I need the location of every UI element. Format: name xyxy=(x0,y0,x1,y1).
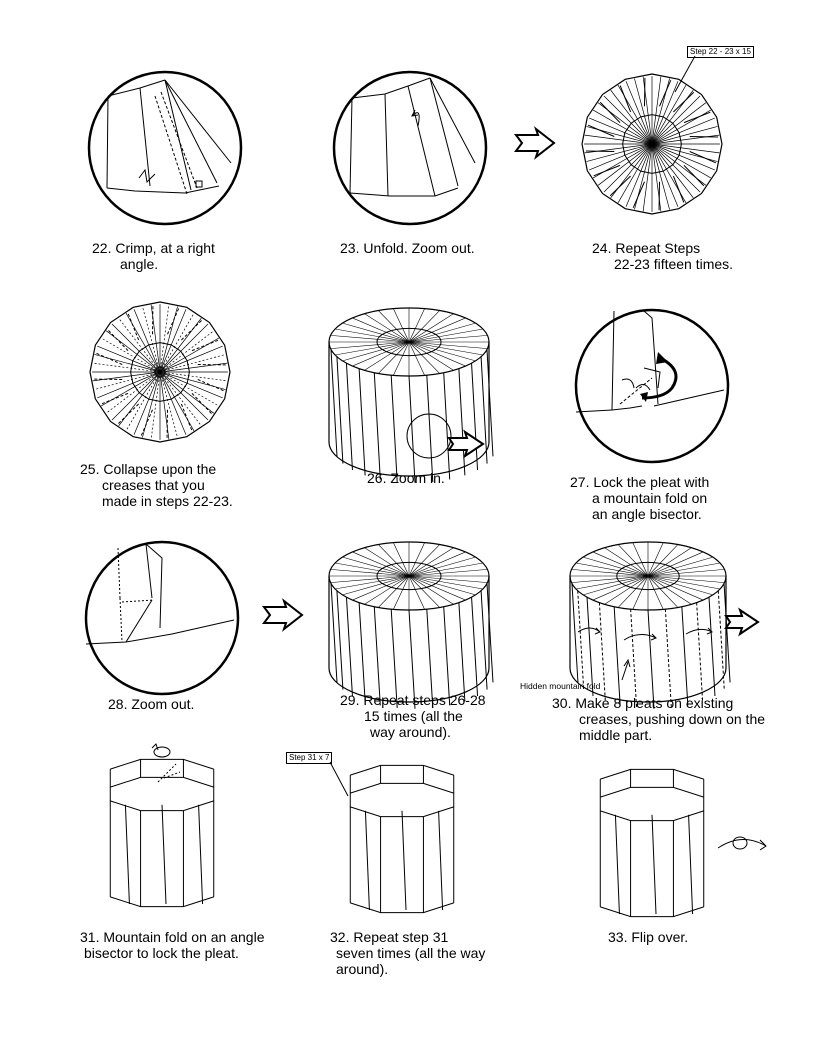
process-arrow-icon xyxy=(262,600,304,630)
step-28-figure xyxy=(82,538,242,698)
flip-over-icon xyxy=(716,828,772,862)
tag-24-leader xyxy=(670,56,710,96)
step-28-caption: 28. Zoom out. xyxy=(108,696,195,712)
step-33-figure xyxy=(590,754,720,924)
step-25-figure xyxy=(88,298,233,448)
step-22-figure xyxy=(85,68,245,228)
step-33-caption: 33. Flip over. xyxy=(608,929,689,945)
step-23-figure xyxy=(330,68,490,228)
tag-32-leader xyxy=(330,762,360,802)
step-27-figure xyxy=(572,306,732,466)
step-26-figure xyxy=(325,292,505,482)
step-24-repeat-tag: Step 22 - 23 x 15 xyxy=(687,46,754,58)
step-32-figure xyxy=(340,750,470,920)
process-arrow-icon xyxy=(514,128,556,158)
step-29-figure xyxy=(325,532,505,692)
step-30-figure xyxy=(566,532,766,692)
step-24-figure xyxy=(580,70,725,220)
hidden-fold-annotation: Hidden mountain fold xyxy=(520,681,601,691)
step-23-caption: 23. Unfold. Zoom out. xyxy=(340,240,475,256)
zoom-circle-icon xyxy=(407,414,451,458)
step-31-figure xyxy=(100,742,230,912)
step-26-caption: 26. Zoom in. xyxy=(367,470,445,486)
step-32-repeat-tag: Step 31 x 7 xyxy=(286,752,333,764)
